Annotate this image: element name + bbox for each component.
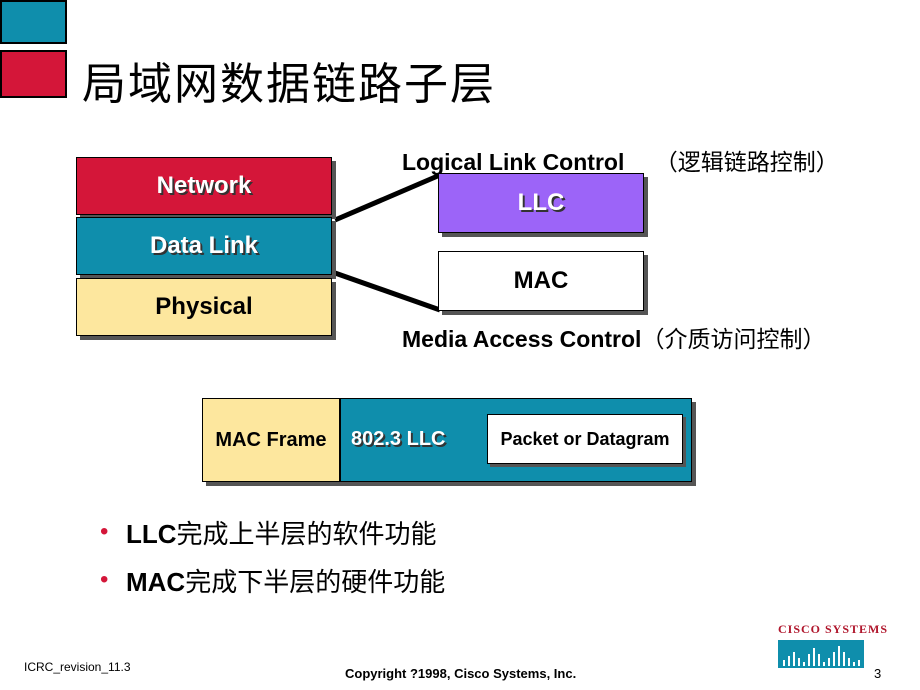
frame-llc-label: 802.3 LLC <box>351 428 446 450</box>
mac-caption-cn: （介质访问控制） <box>641 327 826 353</box>
corner-block-blue <box>0 0 67 44</box>
cisco-logo: CISCO SYSTEMS <box>778 622 887 668</box>
logo-bars-icon <box>778 640 864 668</box>
page-number: 3 <box>874 666 882 681</box>
llc-caption-cn: （逻辑链路控制） <box>654 150 839 176</box>
bullet-text: 完成下半层的硬件功能 <box>185 568 446 598</box>
layer-network: Network <box>76 157 332 215</box>
sublayer-llc: LLC <box>438 173 644 233</box>
mac-caption-en: Media Access Control <box>402 326 642 352</box>
sublayer-mac: MAC <box>438 251 644 311</box>
logo-text: CISCO SYSTEMS <box>778 622 889 636</box>
layer-data-link: Data Link <box>76 217 332 275</box>
frame-llc-section: 802.3 LLC Packet or Datagram <box>340 398 692 482</box>
frame-diagram: MAC Frame 802.3 LLC Packet or Datagram <box>202 398 692 482</box>
bullet-icon: • <box>100 566 109 593</box>
connector-line-llc <box>334 172 441 223</box>
mac-caption: Media Access Control（介质访问控制） <box>402 320 825 354</box>
connector-line-mac <box>334 270 441 313</box>
frame-mac-header: MAC Frame <box>202 398 340 482</box>
slide-title: 局域网数据链路子层 <box>82 59 496 110</box>
corner-block-red <box>0 50 67 98</box>
frame-packet: Packet or Datagram <box>487 414 683 464</box>
llc-caption-en: Logical Link Control <box>402 149 625 175</box>
footer-copyright: Copyright ?1998, Cisco Systems, Inc. <box>345 666 577 681</box>
footer-revision: ICRC_revision_11.3 <box>24 660 131 674</box>
bullet-text: 完成上半层的软件功能 <box>176 520 437 550</box>
llc-caption: Logical Link Control （逻辑链路控制） <box>402 143 839 177</box>
bullet-bold: MAC <box>126 567 186 597</box>
bullet-bold: LLC <box>126 519 177 549</box>
layer-physical: Physical <box>76 278 332 336</box>
bullet-icon: • <box>100 518 109 545</box>
logo-bars-graphic <box>783 646 860 666</box>
